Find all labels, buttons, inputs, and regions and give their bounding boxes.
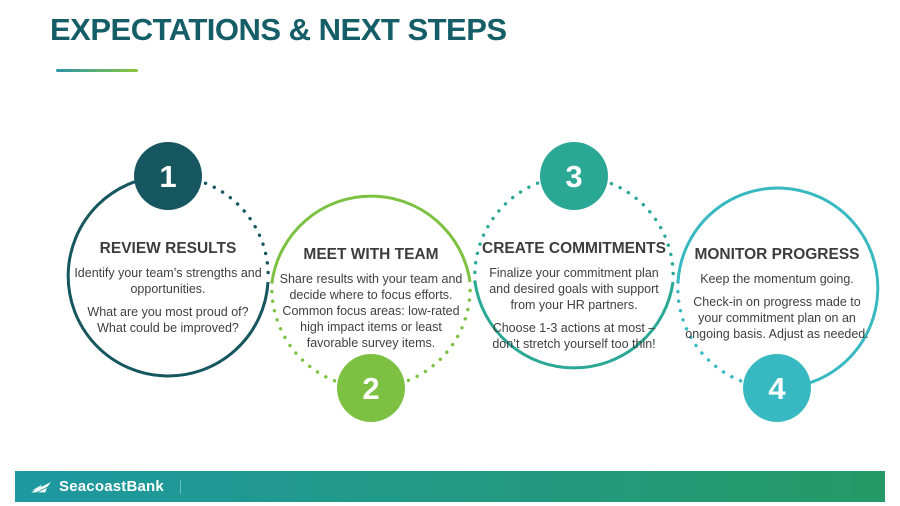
brand-name: SeacoastBank: [59, 478, 164, 495]
step1-heading: REVIEW RESULTS: [99, 240, 237, 257]
step3-heading: CREATE COMMITMENTS: [482, 240, 666, 257]
step4-body-1: Keep the momentum going.: [700, 272, 854, 286]
step3-body-2: Choose 1-3 actions at most – don’t stret…: [492, 320, 656, 351]
step3-number: 3: [565, 159, 582, 194]
step4-ring-solid: [676, 186, 880, 390]
step4-text-block: MONITOR PROGRESS Keep the momentum going…: [682, 246, 872, 350]
step1-number: 1: [159, 159, 176, 194]
step2-heading: MEET WITH TEAM: [303, 246, 439, 263]
step1-body-2: What are you most proud of? What could b…: [87, 304, 249, 335]
step3-body-1: Finalize your commitment plan and desire…: [489, 266, 659, 312]
step2-ring-solid: [270, 194, 472, 283]
brand-logo: SeacoastBank: [29, 478, 181, 496]
title-accent-line: [56, 69, 138, 72]
page-title: EXPECTATIONS & NEXT STEPS: [50, 12, 507, 47]
step2-number: 2: [362, 371, 379, 406]
step4-heading: MONITOR PROGRESS: [694, 246, 860, 263]
step3-text-block: CREATE COMMITMENTS Finalize your commitm…: [479, 240, 669, 359]
step2-text-block: MEET WITH TEAM Share results with your t…: [276, 246, 466, 358]
step1-badge: [134, 142, 202, 210]
sailboat-icon: [31, 481, 51, 492]
step1-body-1: Identify your team’s strengths and oppor…: [74, 266, 262, 296]
step4-badge: [743, 354, 811, 422]
step2-badge: [337, 354, 405, 422]
brand-divider: [179, 479, 181, 494]
footer-bar: SeacoastBank: [15, 471, 885, 502]
step2-body-1: Share results with your team and decide …: [279, 272, 463, 350]
step4-body-2: Check-in on progress made to your commit…: [685, 294, 869, 341]
step4-number: 4: [768, 371, 786, 406]
step3-ring-solid: [473, 281, 675, 370]
step1-ring-solid: [66, 174, 270, 378]
step1-text-block: REVIEW RESULTS Identify your team’s stre…: [73, 240, 263, 344]
step3-badge: [540, 142, 608, 210]
